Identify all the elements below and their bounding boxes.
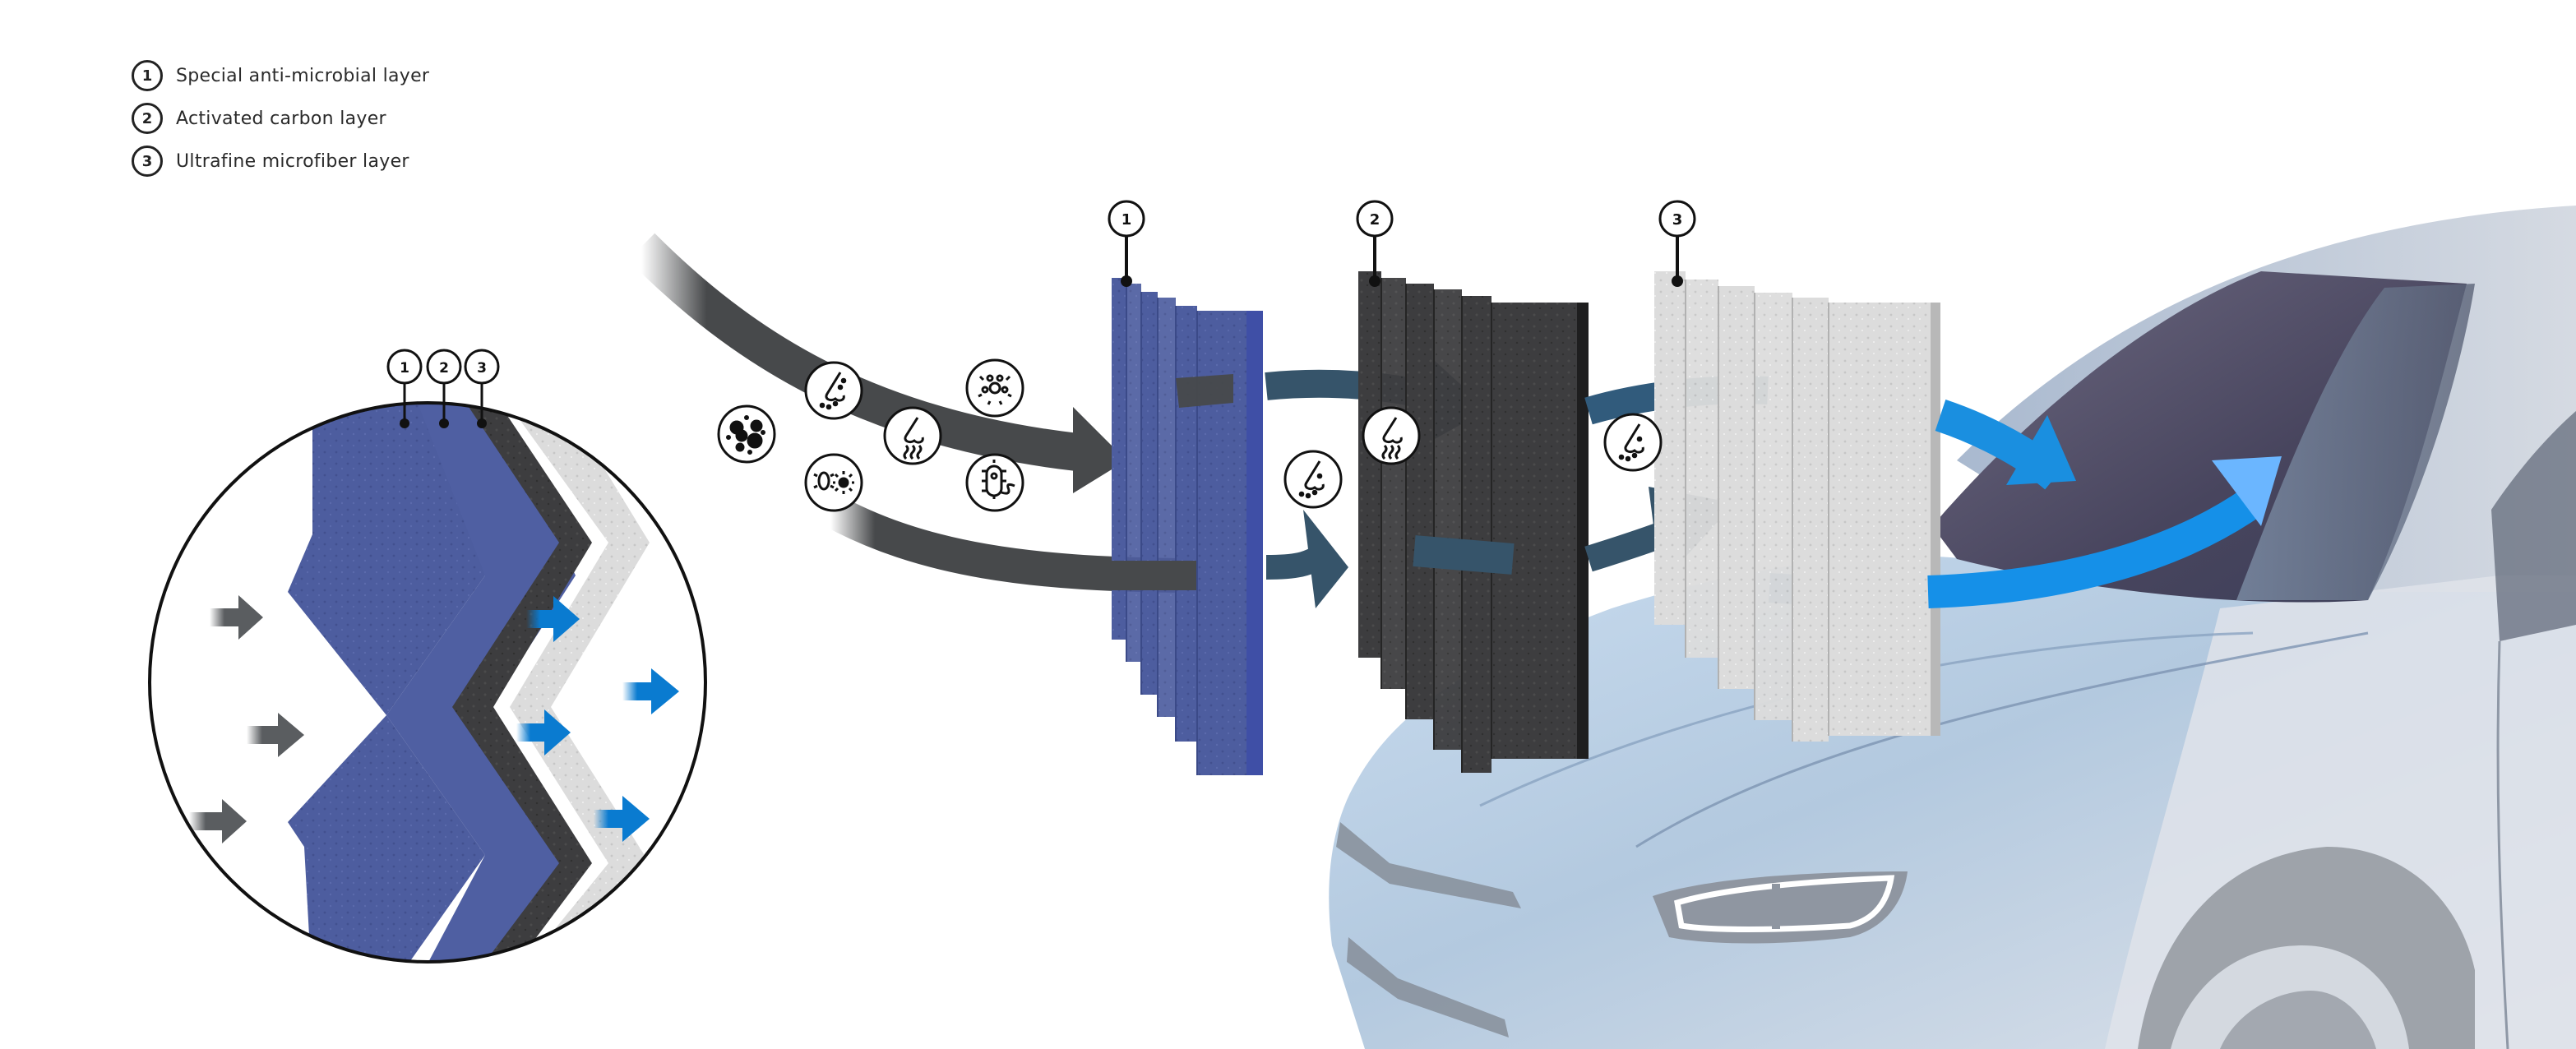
clean-air-arrows <box>1927 400 2282 608</box>
fine-dust-nose-icon <box>804 361 863 420</box>
car-headlight <box>1653 871 1908 944</box>
filter-panel-1 <box>1110 278 1263 775</box>
detail-layer-2 <box>452 403 592 962</box>
particles-icon <box>717 404 776 464</box>
legend: 1 Special anti-microbial layer 2 Activat… <box>132 54 429 183</box>
detail-marker-3: 3 <box>464 349 500 428</box>
clean-air-arrowhead-lower <box>2212 456 2282 526</box>
detail-marker-1: 1 <box>386 349 423 428</box>
detail-layer-1 <box>288 403 510 962</box>
after-filter-1-dust-icon <box>1283 450 1343 509</box>
filter-panel-3 <box>1654 271 1940 742</box>
svg-text:2: 2 <box>439 360 449 377</box>
legend-label: Special anti-microbial layer <box>176 65 430 86</box>
detail-marker-2: 2 <box>426 349 462 428</box>
clean-air-arrowhead-upper <box>2006 415 2076 485</box>
legend-number-badge: 2 <box>132 103 163 134</box>
after-filter-2-dust-icon <box>1603 413 1663 472</box>
dirty-air-arrow-upper <box>627 233 1080 471</box>
pollutant-icons <box>717 358 1024 512</box>
svg-text:1: 1 <box>400 360 409 377</box>
dirty-air-arrowhead-upper <box>1073 407 1126 493</box>
svg-text:3: 3 <box>477 360 487 377</box>
odor-nose-icon <box>883 406 942 465</box>
svg-text:1: 1 <box>1122 211 1132 229</box>
legend-item-1: 1 Special anti-microbial layer <box>132 54 429 97</box>
car-illustration <box>1329 206 2576 1049</box>
detail-outgoing-arrows <box>516 596 679 842</box>
filter-panel-2 <box>1358 271 1589 773</box>
bacteria-allergen-icon <box>804 453 863 512</box>
legend-label: Activated carbon layer <box>176 108 386 129</box>
layer-detail-circle: 1 2 3 <box>148 349 707 964</box>
legend-number-badge: 3 <box>132 146 163 177</box>
virus-icon <box>965 358 1024 418</box>
detail-incoming-arrows <box>189 595 304 843</box>
legend-label: Ultrafine microfiber layer <box>176 150 409 172</box>
panel-marker-2: 2 <box>1356 200 1394 287</box>
panel-marker-3: 3 <box>1658 200 1696 287</box>
svg-text:3: 3 <box>1672 211 1683 229</box>
panel-marker-1: 1 <box>1108 200 1145 287</box>
legend-item-3: 3 Ultrafine microfiber layer <box>132 140 429 183</box>
bacterium-icon <box>965 453 1024 512</box>
on-filter-2-odor-icon <box>1362 406 1421 465</box>
legend-item-2: 2 Activated carbon layer <box>132 97 429 140</box>
detail-layer-3 <box>502 403 650 962</box>
legend-number-badge: 1 <box>132 60 163 91</box>
stage-icons <box>1283 406 1663 509</box>
svg-text:2: 2 <box>1370 211 1380 229</box>
